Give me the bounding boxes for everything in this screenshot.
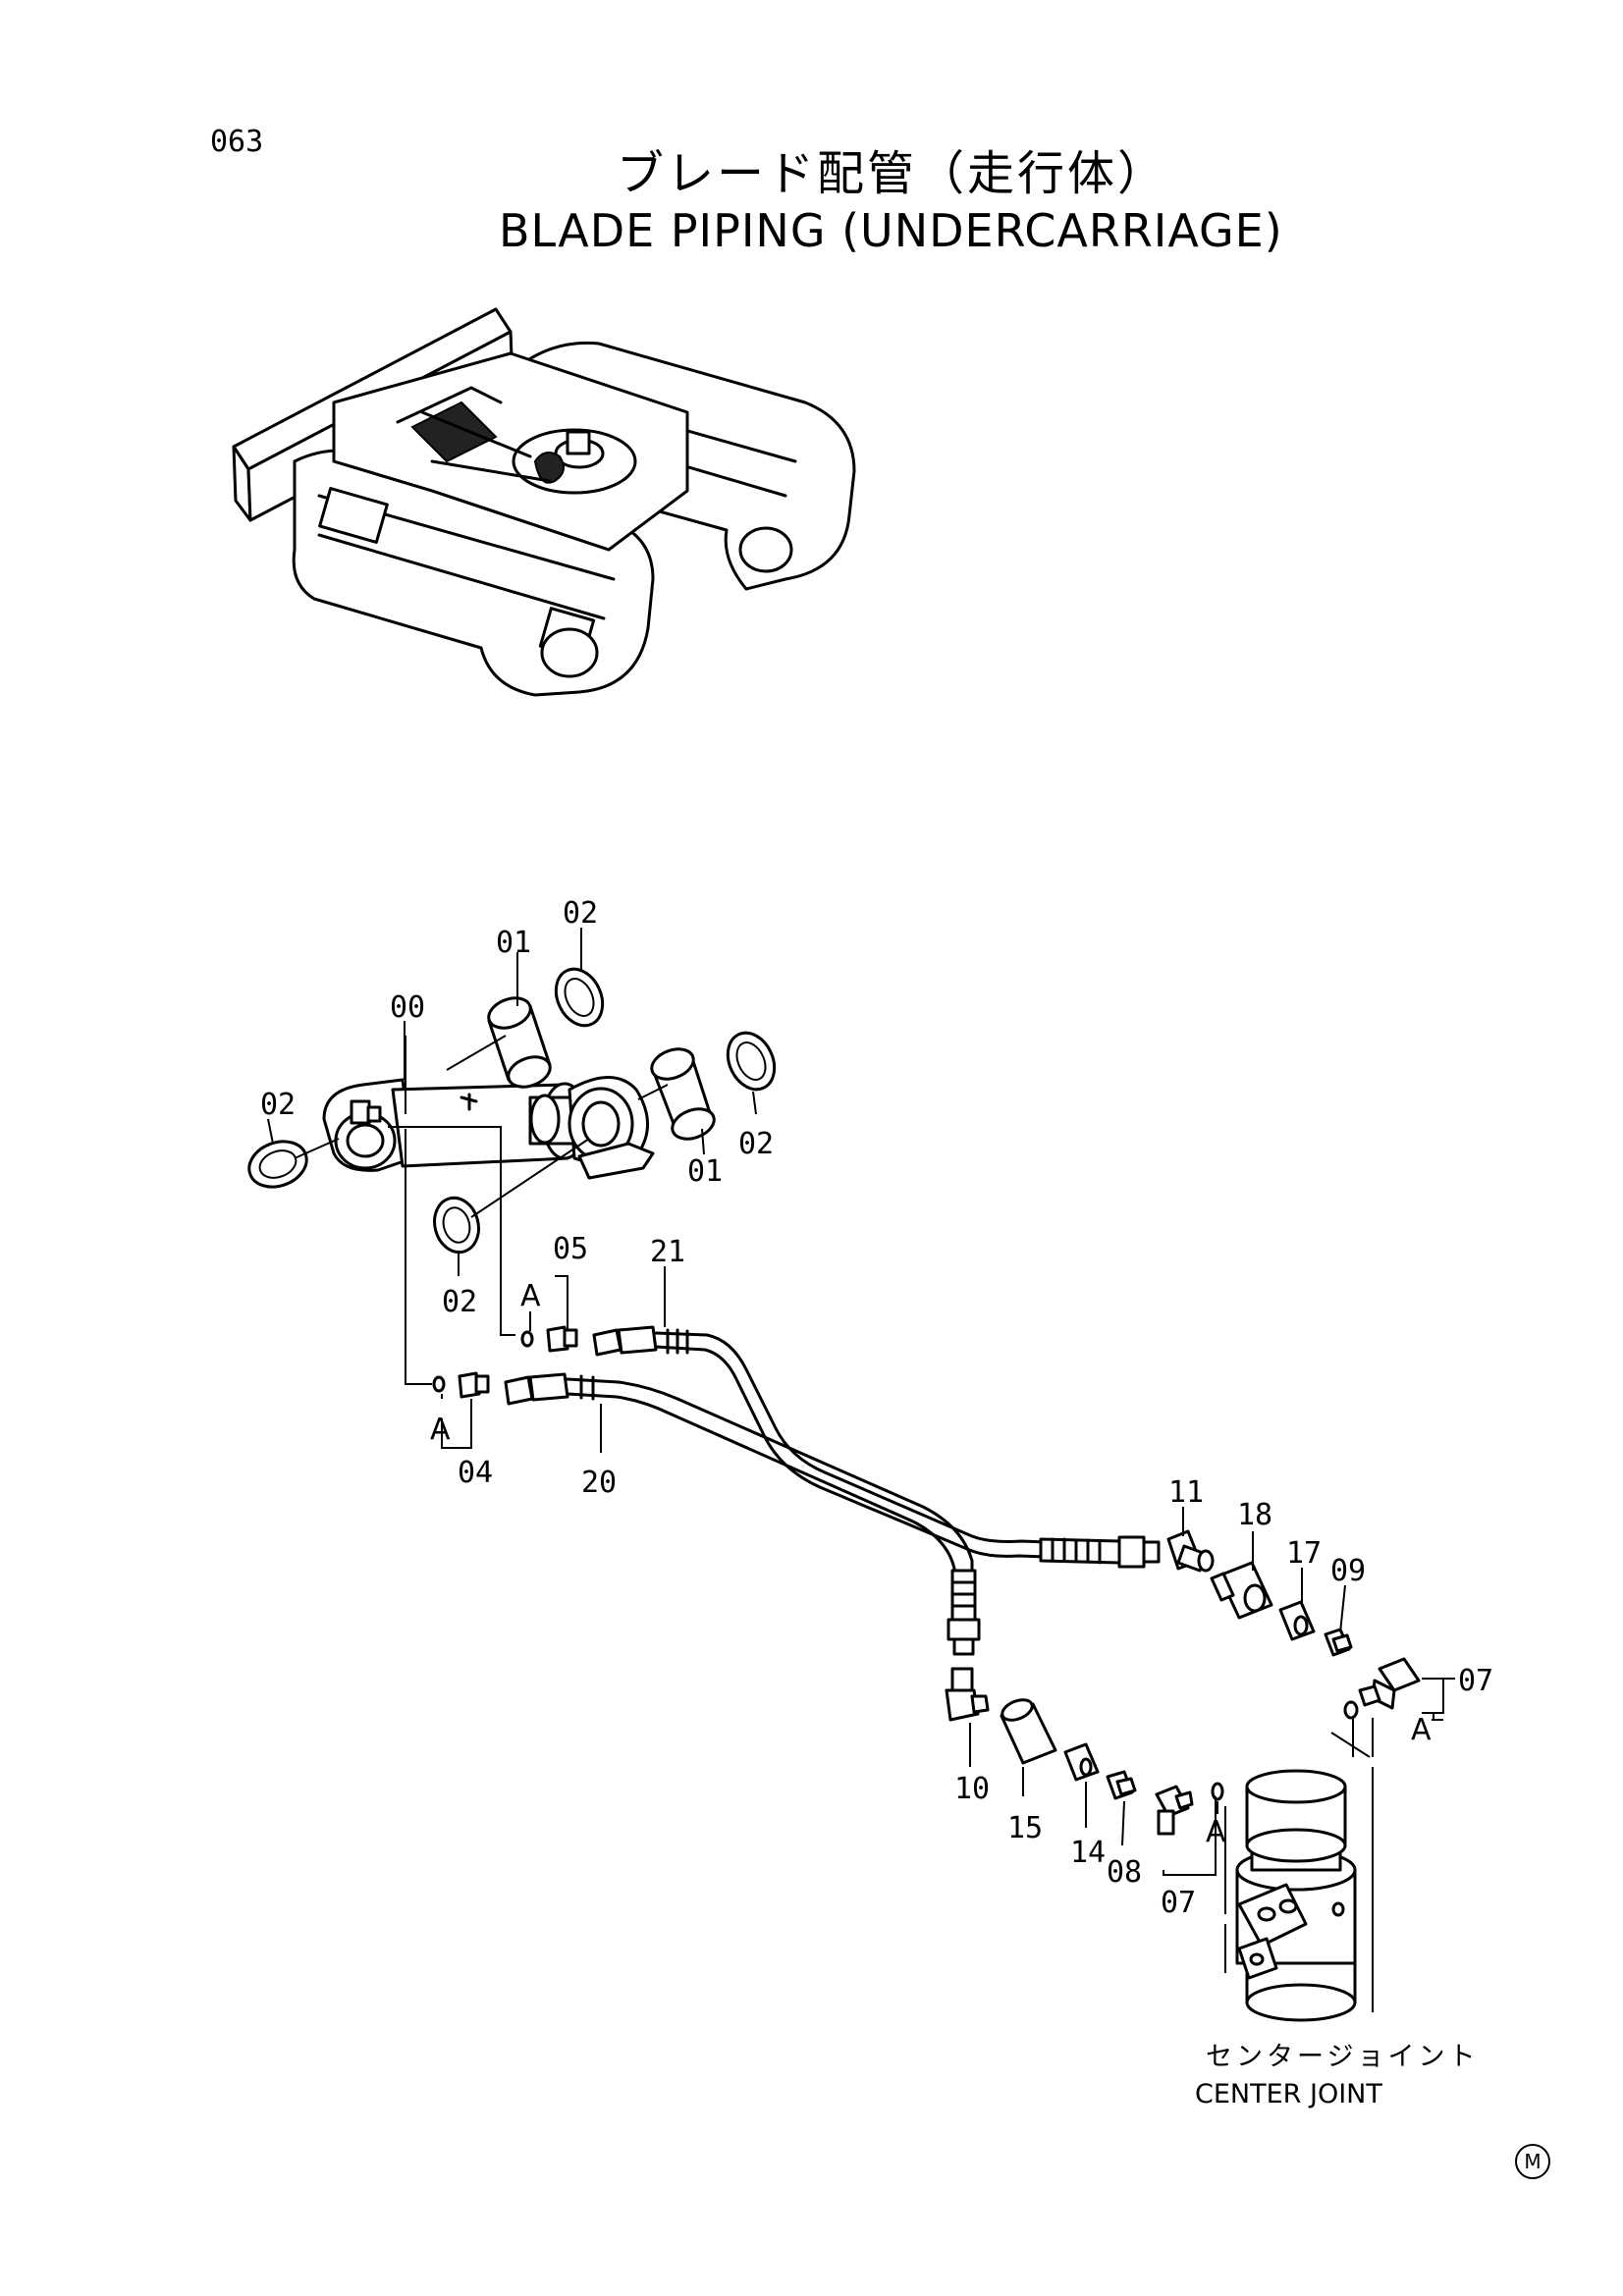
bushing-upper [487,996,552,1089]
label-a-bottom: A [1206,1815,1226,1849]
seal-ring-top [554,967,605,1028]
page-number: 063 [210,125,264,159]
hose-21 [592,1325,1161,1569]
center-joint-label-english: CENTER JOINT [1195,2079,1382,2109]
label-18: 18 [1237,1498,1272,1532]
elbow-10 [945,1667,990,1722]
elbow-11 [1166,1529,1215,1573]
label-10: 10 [954,1772,990,1806]
corner-mark-m: M [1515,2144,1550,2179]
label-04: 04 [458,1456,493,1490]
o-ring-a-bottom [1211,1782,1224,1801]
label-02-bottom: 02 [442,1285,477,1319]
center-joint-label-japanese: センタージョイント [1206,2042,1480,2072]
adapter-15 [1000,1698,1057,1765]
connector-09 [1324,1628,1353,1657]
seal-ring-bottom [433,1196,480,1255]
label-17: 17 [1286,1536,1322,1571]
elbow-07-lower [1155,1785,1194,1836]
label-02-right: 02 [738,1127,774,1161]
label-05: 05 [553,1232,588,1266]
label-07-lower: 07 [1161,1886,1196,1920]
label-00: 00 [390,990,425,1025]
part-labels: 01 02 00 02 02 01 02 05 A 21 A 04 20 11 … [260,896,1493,1920]
seal-ring-left [247,1140,308,1189]
hose-20 [504,1372,981,1656]
leader-lines [267,928,1455,1876]
label-14: 14 [1070,1836,1106,1870]
adapter-14 [1063,1742,1100,1782]
label-01-right: 01 [687,1154,723,1189]
label-a-right: A [1411,1713,1432,1747]
center-joint [1224,1718,1374,2022]
label-a-upper: A [520,1279,541,1313]
o-ring-a-upper [520,1330,534,1348]
connector-08 [1106,1770,1137,1800]
label-11: 11 [1168,1475,1204,1510]
seal-ring-right [726,1031,777,1092]
adapter-17 [1278,1600,1316,1641]
elbow-07-upper [1358,1657,1421,1710]
o-ring-a-lower [432,1375,446,1393]
title-english: BLADE PIPING (UNDERCARRIAGE) [499,204,1283,257]
label-02-top: 02 [563,896,598,931]
adapter-18 [1210,1561,1273,1620]
undercarriage-overview [232,307,856,697]
label-a-lower: A [430,1413,451,1447]
connector-05 [546,1325,578,1353]
connector-04 [458,1371,490,1399]
bushing-right [650,1047,716,1141]
title-japanese: ブレード配管（走行体） [617,146,1168,201]
label-09: 09 [1330,1554,1366,1588]
label-21: 21 [650,1235,685,1269]
label-20: 20 [581,1466,617,1500]
label-08: 08 [1107,1855,1142,1890]
alignment-lines [294,1035,669,1385]
o-ring-a-right [1343,1700,1359,1720]
label-02-left: 02 [260,1088,296,1122]
label-01-upper: 01 [496,926,531,960]
label-15: 15 [1007,1811,1043,1845]
label-07-upper: 07 [1458,1664,1493,1698]
